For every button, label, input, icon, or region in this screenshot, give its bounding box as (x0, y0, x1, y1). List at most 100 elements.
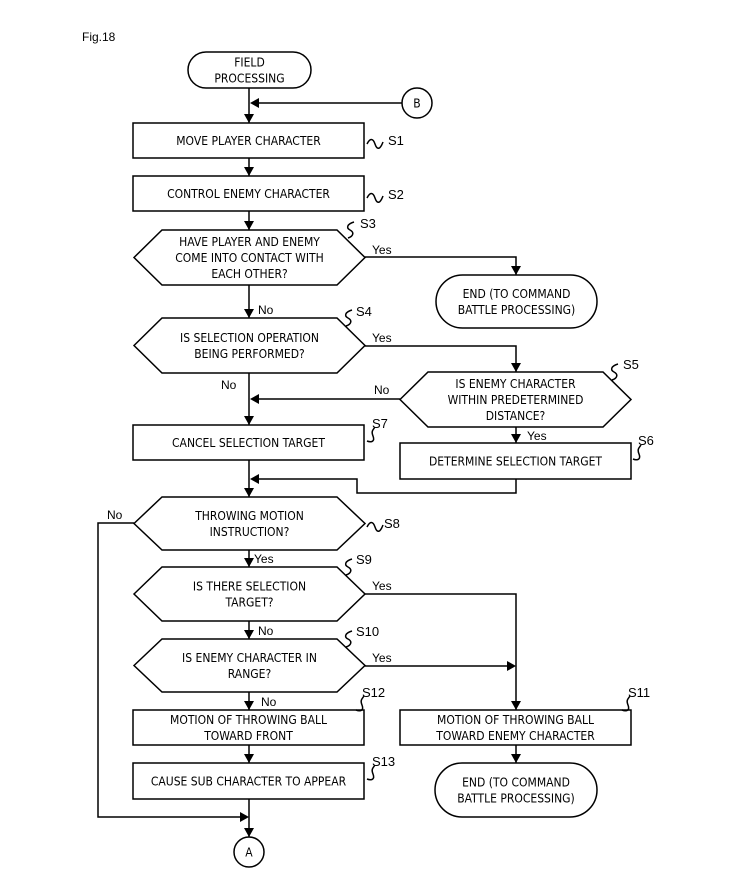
terminal-shape (434, 762, 598, 818)
node-a-text-line: A (245, 846, 253, 860)
decision-hexagon (132, 317, 367, 374)
arrowhead (240, 812, 249, 822)
step-leader-squiggle (344, 630, 353, 648)
node-s10-text-line: RANGE? (228, 667, 271, 681)
step-leader-squiggle (366, 764, 376, 781)
node-end1-text-line: BATTLE PROCESSING) (458, 303, 576, 317)
figure-label: Fig.18 (82, 30, 116, 44)
step-label-s6: S6 (638, 433, 654, 448)
arrowhead (511, 363, 521, 372)
edge-label: No (107, 508, 123, 522)
step-label-s9: S9 (356, 552, 372, 567)
step-label-s3: S3 (360, 216, 376, 231)
node-s9-text-line: TARGET? (224, 596, 273, 610)
edge-s4-to-s5 (365, 345, 517, 372)
decision-hexagon (132, 496, 367, 551)
edge-label: Yes (372, 651, 392, 665)
node-s5-text-line: DISTANCE? (486, 409, 546, 423)
node-s5-text-line: WITHIN PREDETERMINED (448, 393, 584, 407)
node-end2-text-line: BATTLE PROCESSING) (457, 792, 575, 806)
node-start-text-line: FIELD (234, 56, 265, 70)
arrowhead (244, 754, 254, 763)
node-s6-text-line: DETERMINE SELECTION TARGET (429, 455, 602, 469)
arrowhead (250, 98, 259, 108)
node-s10: IS ENEMY CHARACTER IN RANGE? (132, 638, 367, 693)
node-s3-text-line: COME INTO CONTACT WITH (175, 251, 323, 265)
connector-circle (401, 87, 433, 119)
node-s11-text-line: TOWARD ENEMY CHARACTER (435, 729, 595, 743)
step-leader-squiggle (366, 521, 384, 532)
node-end2-text-line: END (TO COMMAND (462, 776, 570, 790)
node-s8-text-line: INSTRUCTION? (210, 525, 290, 539)
process-box (399, 709, 632, 746)
arrowhead (244, 221, 254, 230)
node-s2-text-line: CONTROL ENEMY CHARACTER (167, 187, 330, 201)
node-end1-text-line: END (TO COMMAND (463, 287, 571, 301)
edge-s8-to-a (97, 522, 246, 818)
edge-label: No (258, 624, 274, 638)
node-s3-text-line: HAVE PLAYER AND ENEMY (179, 235, 320, 249)
step-label-s2: S2 (388, 187, 404, 202)
arrowhead (244, 114, 254, 123)
decision-hexagon (132, 638, 367, 693)
arrowhead (244, 309, 254, 318)
node-s5-text-line: IS ENEMY CHARACTER (455, 377, 576, 391)
terminal-shape (435, 274, 598, 329)
node-s11-text-line: MOTION OF THROWING BALL (437, 713, 594, 727)
connector-circle (233, 836, 265, 868)
edge-label: Yes (372, 579, 392, 593)
arrowhead (250, 474, 259, 484)
arrowhead (244, 488, 254, 497)
decision-hexagon (132, 566, 367, 622)
step-leader-squiggle (344, 309, 353, 327)
decision-hexagon (398, 371, 633, 428)
node-a: A (233, 836, 265, 868)
process-box (132, 709, 365, 746)
step-leader-squiggle (344, 558, 353, 576)
node-s8: THROWING MOTION INSTRUCTION? (132, 496, 367, 551)
node-b: B (401, 87, 433, 119)
node-s8-text-line: THROWING MOTION (194, 509, 304, 523)
process-box (399, 442, 632, 480)
node-s2: CONTROL ENEMY CHARACTER (132, 175, 365, 212)
step-label-s8: S8 (384, 516, 400, 531)
node-end1: END (TO COMMAND BATTLE PROCESSING) (435, 274, 598, 329)
edge-s9-to-s11 (365, 593, 517, 710)
terminal-shape (187, 51, 312, 89)
step-leader-squiggle (346, 221, 355, 239)
arrowhead (250, 394, 259, 404)
node-s4-text-line: BEING PERFORMED? (194, 347, 305, 361)
step-label-s11: S11 (628, 685, 650, 700)
node-s11: MOTION OF THROWING BALL TOWARD ENEMY CHAR… (399, 709, 632, 746)
arrowhead (511, 754, 521, 763)
arrowhead (244, 558, 254, 567)
step-label-s12: S12 (362, 685, 385, 700)
node-s3: HAVE PLAYER AND ENEMY COME INTO CONTACT W… (132, 229, 367, 286)
edge-label: No (374, 383, 390, 397)
node-s10-text-line: IS ENEMY CHARACTER IN (182, 651, 317, 665)
edge-label: Yes (254, 552, 274, 566)
node-s4: IS SELECTION OPERATION BEING PERFORMED? (132, 317, 367, 374)
node-b-text-line: B (413, 97, 420, 111)
node-s4-text-line: IS SELECTION OPERATION (180, 331, 319, 345)
arrowhead (244, 630, 254, 639)
edge-label: Yes (372, 243, 392, 257)
arrowhead (244, 701, 254, 710)
process-box (132, 122, 365, 159)
edge-label: Yes (372, 331, 392, 345)
step-label-s4: S4 (356, 304, 372, 319)
node-s7: CANCEL SELECTION TARGET (132, 424, 365, 461)
edge-label: No (261, 695, 277, 709)
edge-s3-to-end1 (365, 256, 517, 275)
node-s12-text-line: TOWARD FRONT (203, 729, 293, 743)
arrowhead (507, 661, 516, 671)
arrowhead (511, 266, 521, 275)
step-label-s10: S10 (356, 624, 379, 639)
step-label-s7: S7 (372, 416, 388, 431)
step-leader-squiggle (366, 138, 384, 149)
